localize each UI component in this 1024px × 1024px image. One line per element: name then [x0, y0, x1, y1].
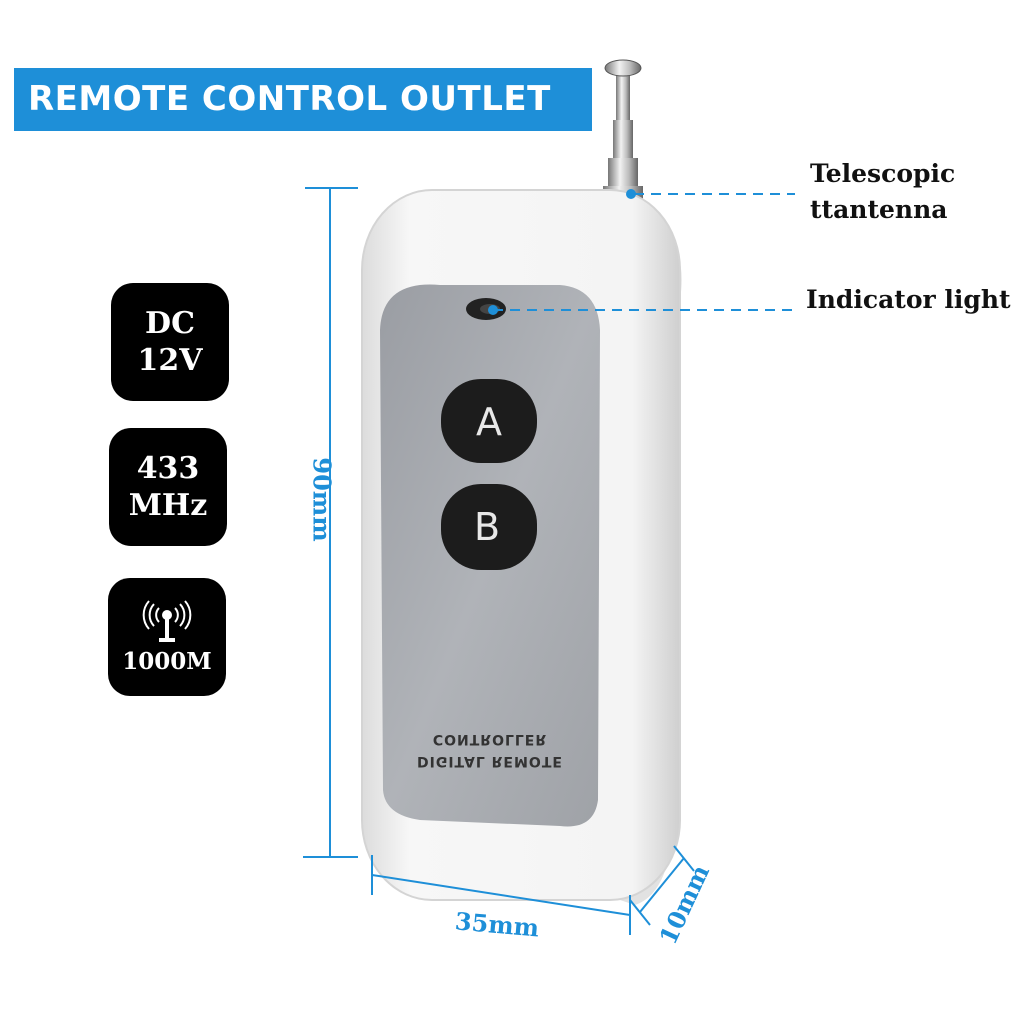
printed-remote-text: DIGITAL REMOTE CONTROLLER — [405, 728, 575, 772]
frequency-spec-badge: 433 MHz — [109, 428, 227, 546]
printed-line1: DIGITAL REMOTE — [417, 753, 563, 769]
signal-tower-icon — [142, 599, 192, 642]
banner-title: REMOTE CONTROL OUTLET — [14, 68, 592, 131]
printed-line2: CONTROLLER — [432, 731, 548, 747]
antenna-callout-line1: Telescopic — [810, 159, 956, 188]
power-spec-line2: 12V — [137, 343, 203, 378]
range-spec-label: 1000M — [122, 647, 212, 675]
power-spec-line1: DC — [145, 305, 195, 341]
antenna-callout: Telescopic ttantenna — [810, 156, 955, 228]
indicator-callout: Indicator light — [806, 285, 1011, 314]
button-b — [441, 484, 537, 570]
frequency-spec-line2: MHz — [128, 488, 208, 523]
range-spec-badge: 1000M — [108, 578, 226, 696]
power-spec-badge: DC 12V — [111, 283, 229, 401]
antenna-callout-line2: ttantenna — [810, 195, 948, 224]
frequency-spec-line1: 433 — [136, 450, 200, 486]
button-b-label: B — [473, 505, 501, 549]
button-a-label: A — [476, 400, 502, 444]
height-dimension-label: 90mm — [307, 457, 337, 542]
button-a — [441, 379, 537, 463]
